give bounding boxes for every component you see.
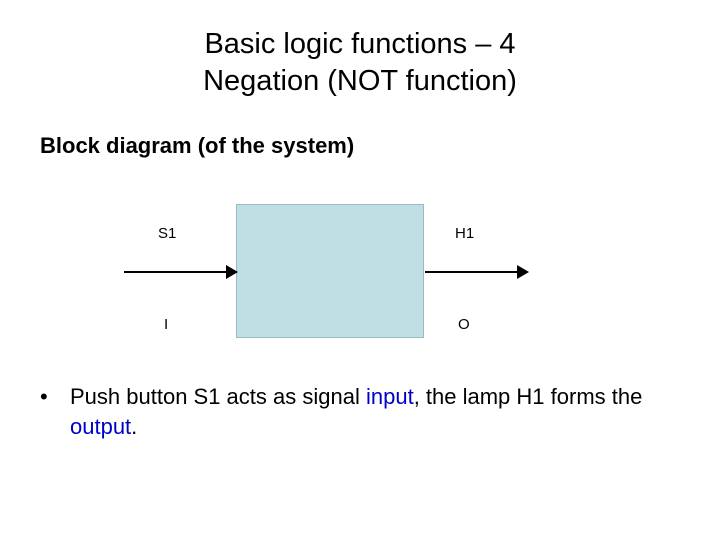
- bullet-marker: •: [40, 384, 48, 409]
- title-line-1: Basic logic functions – 4: [204, 28, 516, 60]
- bullet-text: Push button S1 acts as signal input, the…: [70, 382, 680, 443]
- output-signal-label: O: [458, 316, 470, 333]
- input-arrow-right-icon: [226, 265, 238, 279]
- bullet-item: • Push button S1 acts as signal input, t…: [36, 382, 680, 443]
- input-device-label: S1: [158, 225, 177, 242]
- bullet-highlight-output: output: [70, 414, 132, 440]
- system-block: [236, 204, 424, 338]
- bullet-highlight-input: input: [365, 384, 414, 409]
- input-signal-label: I: [164, 316, 169, 333]
- output-device-label: H1: [455, 225, 475, 242]
- input-arrow-line: [124, 271, 228, 273]
- page-title: Basic logic functions – 4 Negation (NOT …: [40, 26, 680, 100]
- bullet-text-part-2: , the lamp H1 forms the: [413, 384, 643, 409]
- bullet-text-part-1: Push button S1 acts as signal: [70, 384, 366, 409]
- output-arrow-right-icon: [517, 265, 529, 279]
- bullet-text-part-3: .: [131, 414, 138, 440]
- output-arrow-line: [425, 271, 519, 273]
- section-heading: Block diagram (of the system): [40, 133, 355, 158]
- title-line-2: Negation (NOT function): [203, 65, 517, 98]
- block-diagram: S1 H1 I O: [40, 195, 680, 350]
